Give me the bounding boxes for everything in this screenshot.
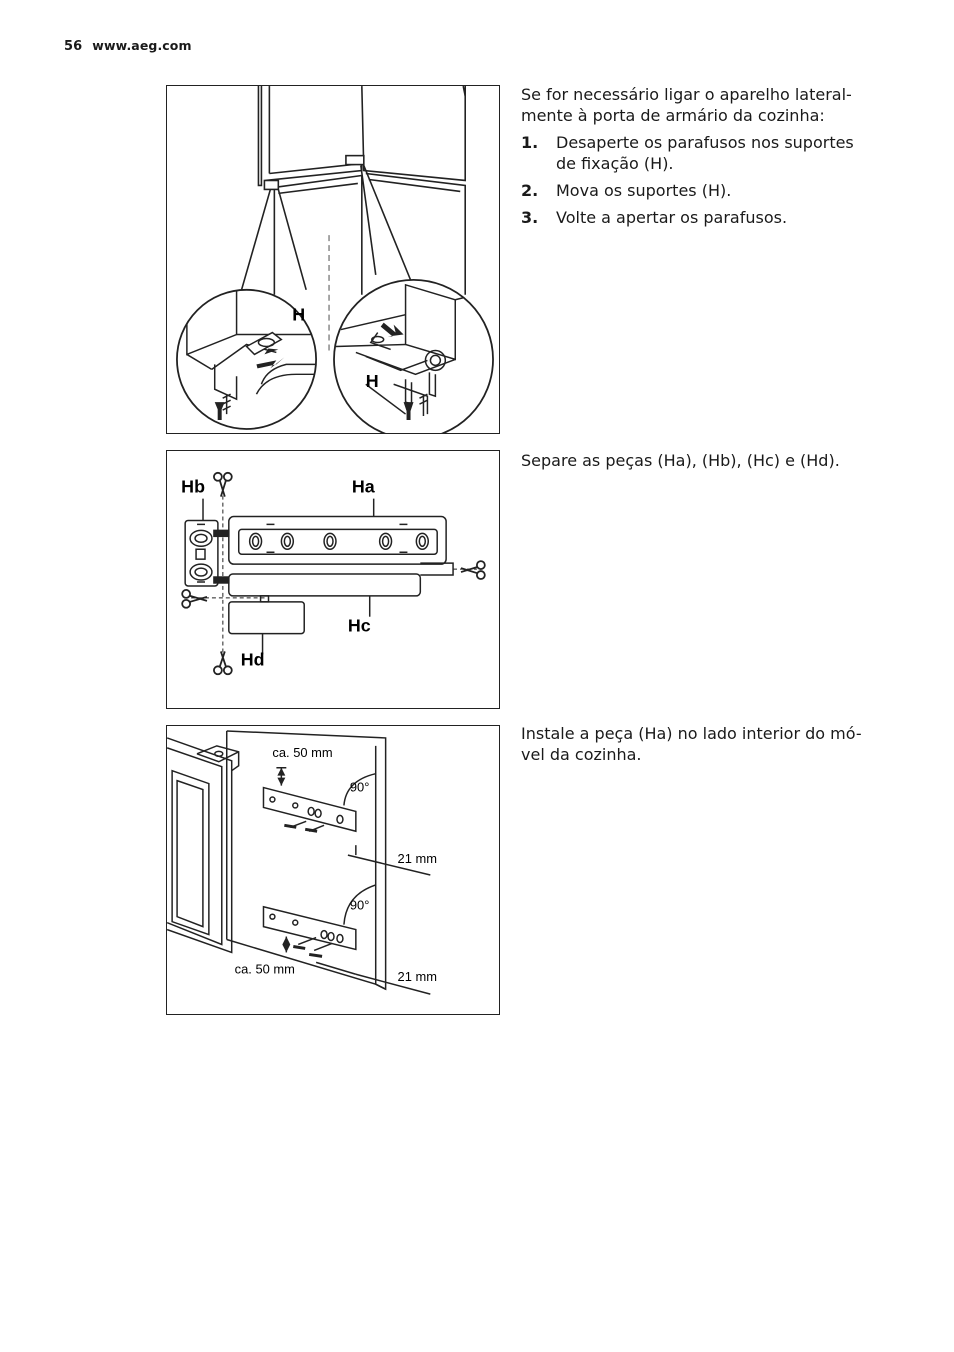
step-item: 2. Mova os suportes (H). (521, 180, 891, 201)
section1-text: Se for necessário ligar o aparelho later… (521, 84, 891, 234)
steps-list: 1. Desaperte os parafusos nos suportes d… (521, 132, 891, 228)
step-text: Desaperte os parafusos nos suportes (556, 133, 854, 152)
scissors-icon (460, 560, 486, 580)
step-item: 3. Volte a apertar os parafusos. (521, 207, 891, 228)
step-number: 1. (521, 133, 539, 152)
separate-parts-text: Separe as peças (Ha), (Hb), (Hc) e (Hd). (521, 451, 840, 470)
intro-line-2: mente à porta de armário da cozinha: (521, 106, 825, 125)
offset-bottom-label: 21 mm (398, 969, 437, 984)
section2-text: Separe as peças (Ha), (Hb), (Hc) e (Hd). (521, 450, 891, 471)
angle-bottom-label: 90° (350, 898, 370, 913)
section3-text: Instale a peça (Ha) no lado interior do … (521, 723, 891, 765)
page-number: 56 (64, 39, 83, 54)
label-hb: Hb (181, 477, 205, 497)
scissors-icon (213, 651, 233, 676)
figure-hinge-brackets: H H (166, 85, 500, 434)
step-number: 2. (521, 181, 539, 200)
step-item: 1. Desaperte os parafusos nos suportes d… (521, 132, 891, 174)
label-hd: Hd (241, 649, 265, 669)
install-line-2: vel da cozinha. (521, 745, 642, 764)
scissors-icon (181, 589, 208, 609)
step-number: 3. (521, 208, 539, 227)
label-ha: Ha (352, 477, 376, 497)
angle-top-label: 90° (350, 780, 370, 795)
dim-bottom-label: ca. 50 mm (235, 961, 295, 976)
parts-separation-illustration: Hb Ha Hc Hd (181, 471, 486, 676)
step-text: Volte a apertar os parafusos. (556, 208, 788, 227)
hinge-bracket-illustration: H H (176, 86, 494, 433)
figure-separate-parts: Hb Ha Hc Hd (166, 450, 500, 709)
step-text: de fixação (H). (556, 154, 674, 173)
label-hc: Hc (348, 616, 371, 636)
page-header: 56 www.aeg.com (64, 38, 192, 54)
intro-line-1: Se for necessário ligar o aparelho later… (521, 85, 852, 104)
figure-install-part: ca. 50 mm 90° 21 mm 90° ca. 50 mm 21 mm (166, 725, 500, 1015)
label-h-right: H (366, 371, 379, 391)
website-url: www.aeg.com (92, 38, 192, 53)
install-line-1: Instale a peça (Ha) no lado interior do … (521, 724, 862, 743)
install-part-illustration: ca. 50 mm 90° 21 mm 90° ca. 50 mm 21 mm (167, 730, 437, 995)
label-h-left: H (292, 305, 305, 325)
step-text: Mova os suportes (H). (556, 181, 732, 200)
dim-top-label: ca. 50 mm (272, 745, 332, 760)
offset-top-label: 21 mm (398, 851, 437, 866)
scissors-icon (213, 471, 233, 497)
ha-holes (248, 532, 430, 550)
